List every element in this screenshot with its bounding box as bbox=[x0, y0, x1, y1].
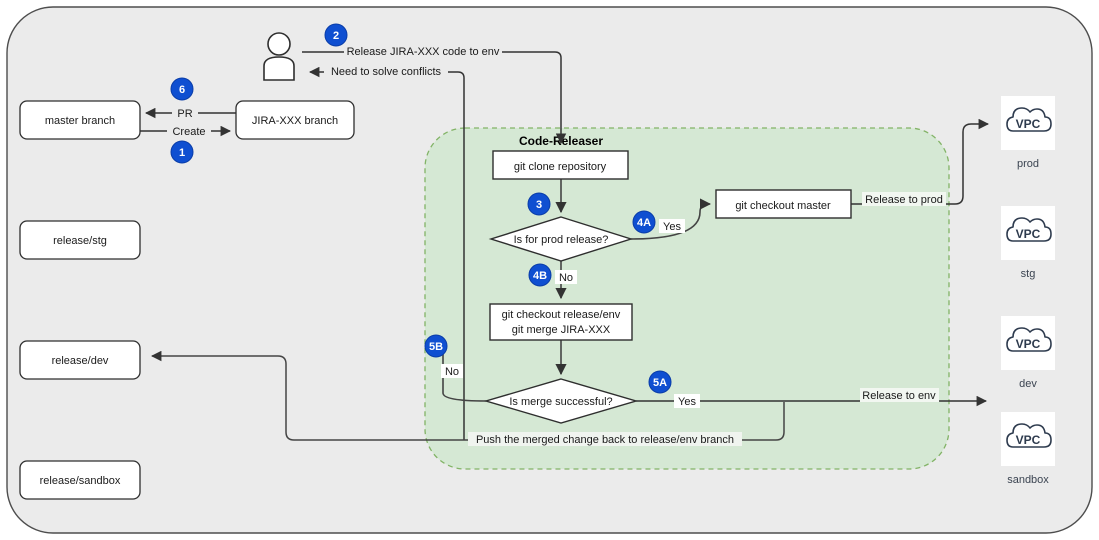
badge-label: 4A bbox=[637, 217, 651, 229]
edge-label-text: Yes bbox=[663, 221, 681, 233]
branch-box-label: release/stg bbox=[53, 235, 107, 247]
branch-box-label: master branch bbox=[45, 115, 115, 127]
user-actor-icon bbox=[263, 32, 295, 81]
vpc-caption: sandbox bbox=[1007, 474, 1049, 486]
edge-label-text: Create bbox=[172, 126, 205, 138]
badge-label: 6 bbox=[179, 84, 185, 96]
edge-label-release-code: Release JIRA-XXX code to env bbox=[344, 44, 502, 58]
badge-3: 3 bbox=[527, 192, 551, 216]
edge-release-code-to-env bbox=[302, 51, 567, 145]
badge-label: 3 bbox=[536, 199, 542, 211]
vpc-label: VPC bbox=[1016, 117, 1041, 131]
edge-label-text: Yes bbox=[678, 396, 696, 408]
badge-5b: 5B bbox=[424, 334, 448, 358]
badge-label: 4B bbox=[533, 270, 547, 282]
vpc-sandbox[interactable]: VPC sandbox bbox=[1001, 412, 1055, 486]
badge-label: 5B bbox=[429, 341, 443, 353]
process-box-git-clone[interactable]: git clone repository bbox=[492, 150, 629, 180]
edge-decision2-no bbox=[442, 344, 487, 402]
vpc-label: VPC bbox=[1016, 337, 1041, 351]
edge-push-merged-to-release bbox=[150, 350, 468, 441]
branch-box-label: release/dev bbox=[52, 355, 109, 367]
badge-label: 2 bbox=[333, 30, 339, 42]
branch-box-label: release/sandbox bbox=[40, 475, 121, 487]
badge-label: 5A bbox=[653, 377, 667, 389]
branch-box-release-stg[interactable]: release/stg bbox=[19, 220, 141, 260]
edge-release-to-prod bbox=[851, 118, 990, 205]
edge-label-create: Create bbox=[167, 124, 211, 138]
badge-1: 1 bbox=[170, 140, 194, 164]
vpc-stg[interactable]: VPC stg bbox=[1001, 206, 1055, 280]
process-box-label: git clone repository bbox=[514, 161, 607, 173]
process-box-label: git checkout master bbox=[735, 200, 831, 212]
badge-4a: 4A bbox=[632, 210, 656, 234]
edge-label-text: Release JIRA-XXX code to env bbox=[347, 46, 500, 58]
merge-box-line2: git merge JIRA-XXX bbox=[512, 324, 611, 336]
edge-label-no-prod: No bbox=[555, 270, 577, 284]
merge-box-line1: git checkout release/env bbox=[502, 309, 621, 321]
branch-box-label: JIRA-XXX branch bbox=[252, 115, 338, 127]
branch-box-release-dev[interactable]: release/dev bbox=[19, 340, 141, 380]
edge-label-text: PR bbox=[177, 108, 192, 120]
badge-6: 6 bbox=[170, 77, 194, 101]
edge-label-text: Release to env bbox=[862, 390, 936, 402]
edge-label-pr: PR bbox=[172, 106, 198, 120]
edge-label-text: Need to solve conflicts bbox=[331, 66, 442, 78]
process-box-merge[interactable]: git checkout release/env git merge JIRA-… bbox=[489, 303, 633, 341]
branch-box-jira[interactable]: JIRA-XXX branch bbox=[235, 100, 355, 140]
vpc-label: VPC bbox=[1016, 227, 1041, 241]
edge-label-release-to-prod: Release to prod bbox=[862, 192, 946, 206]
edge-label-text: No bbox=[445, 366, 459, 378]
edge-decision1-yes bbox=[630, 198, 712, 240]
edge-label-text: No bbox=[559, 272, 573, 284]
edge-push-merged-stub bbox=[740, 402, 785, 441]
vpc-caption: stg bbox=[1021, 268, 1036, 280]
vpc-caption: dev bbox=[1019, 378, 1037, 390]
edge-label-conflicts: Need to solve conflicts bbox=[324, 64, 448, 78]
vpc-prod[interactable]: VPC prod bbox=[1001, 96, 1055, 170]
decision-is-merge-successful[interactable]: Is merge successful? bbox=[483, 378, 639, 424]
decision-is-prod-release[interactable]: Is for prod release? bbox=[488, 216, 634, 262]
process-box-git-checkout-master[interactable]: git checkout master bbox=[715, 189, 852, 219]
edge-label-text: Push the merged change back to release/e… bbox=[476, 434, 734, 446]
edge-need-solve-conflicts bbox=[308, 66, 465, 440]
vpc-label: VPC bbox=[1016, 433, 1041, 447]
branch-box-release-sandbox[interactable]: release/sandbox bbox=[19, 460, 141, 500]
badge-5a: 5A bbox=[648, 370, 672, 394]
decision-label: Is for prod release? bbox=[514, 234, 609, 246]
edge-label-no-merge: No bbox=[441, 364, 463, 378]
edge-label-yes-merge: Yes bbox=[674, 394, 700, 408]
decision-label: Is merge successful? bbox=[509, 396, 612, 408]
branch-box-master[interactable]: master branch bbox=[19, 100, 141, 140]
badge-2: 2 bbox=[324, 23, 348, 47]
badge-label: 1 bbox=[179, 147, 185, 159]
vpc-dev[interactable]: VPC dev bbox=[1001, 316, 1055, 390]
edge-label-text: Release to prod bbox=[865, 194, 943, 206]
badge-4b: 4B bbox=[528, 263, 552, 287]
edge-label-yes-prod: Yes bbox=[659, 219, 685, 233]
edge-label-push-merged: Push the merged change back to release/e… bbox=[468, 432, 742, 446]
vpc-caption: prod bbox=[1017, 158, 1039, 170]
edge-label-release-to-env: Release to env bbox=[860, 388, 939, 402]
